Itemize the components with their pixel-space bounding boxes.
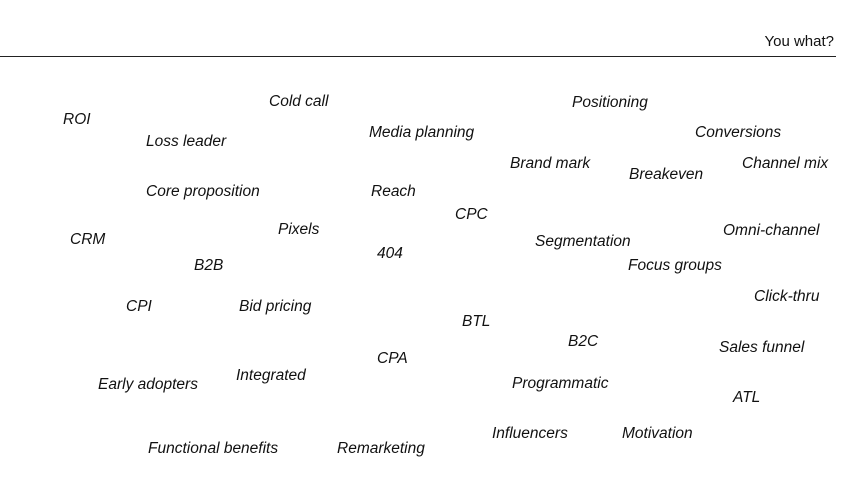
term-motivation: Motivation — [622, 425, 693, 442]
term-roi: ROI — [63, 111, 91, 128]
term-core-proposition: Core proposition — [146, 183, 260, 200]
term-media-planning: Media planning — [369, 124, 475, 141]
term-cpc: CPC — [455, 206, 488, 223]
term-remarketing: Remarketing — [337, 440, 425, 457]
term-functional-benefits: Functional benefits — [148, 440, 279, 457]
term-influencers: Influencers — [492, 425, 568, 442]
term-reach: Reach — [371, 183, 416, 200]
term-cpi: CPI — [126, 298, 152, 315]
term-omni-channel: Omni-channel — [723, 222, 820, 239]
term-channel-mix: Channel mix — [742, 155, 829, 172]
term-loss-leader: Loss leader — [146, 133, 227, 150]
term-integrated: Integrated — [236, 367, 306, 384]
term-b2c: B2C — [568, 333, 599, 350]
term-click-thru: Click-thru — [754, 288, 820, 305]
term-crm: CRM — [70, 231, 106, 248]
term-brand-mark: Brand mark — [510, 155, 591, 172]
term-cold-call: Cold call — [269, 93, 329, 110]
term-404: 404 — [377, 245, 403, 262]
term-conversions: Conversions — [695, 124, 782, 141]
page-header-title: You what? — [764, 33, 834, 50]
header-divider — [0, 56, 836, 57]
term-sales-funnel: Sales funnel — [719, 339, 805, 356]
term-focus-groups: Focus groups — [628, 257, 722, 274]
term-positioning: Positioning — [572, 94, 648, 111]
term-atl: ATL — [733, 389, 761, 406]
term-pixels: Pixels — [278, 221, 320, 238]
term-programmatic: Programmatic — [512, 375, 609, 392]
term-btl: BTL — [462, 313, 491, 330]
term-early-adopters: Early adopters — [98, 376, 198, 393]
term-bid-pricing: Bid pricing — [239, 298, 312, 315]
term-breakeven: Breakeven — [629, 166, 704, 183]
term-b2b: B2B — [194, 257, 224, 274]
term-cpa: CPA — [377, 350, 408, 367]
term-segmentation: Segmentation — [535, 233, 631, 250]
